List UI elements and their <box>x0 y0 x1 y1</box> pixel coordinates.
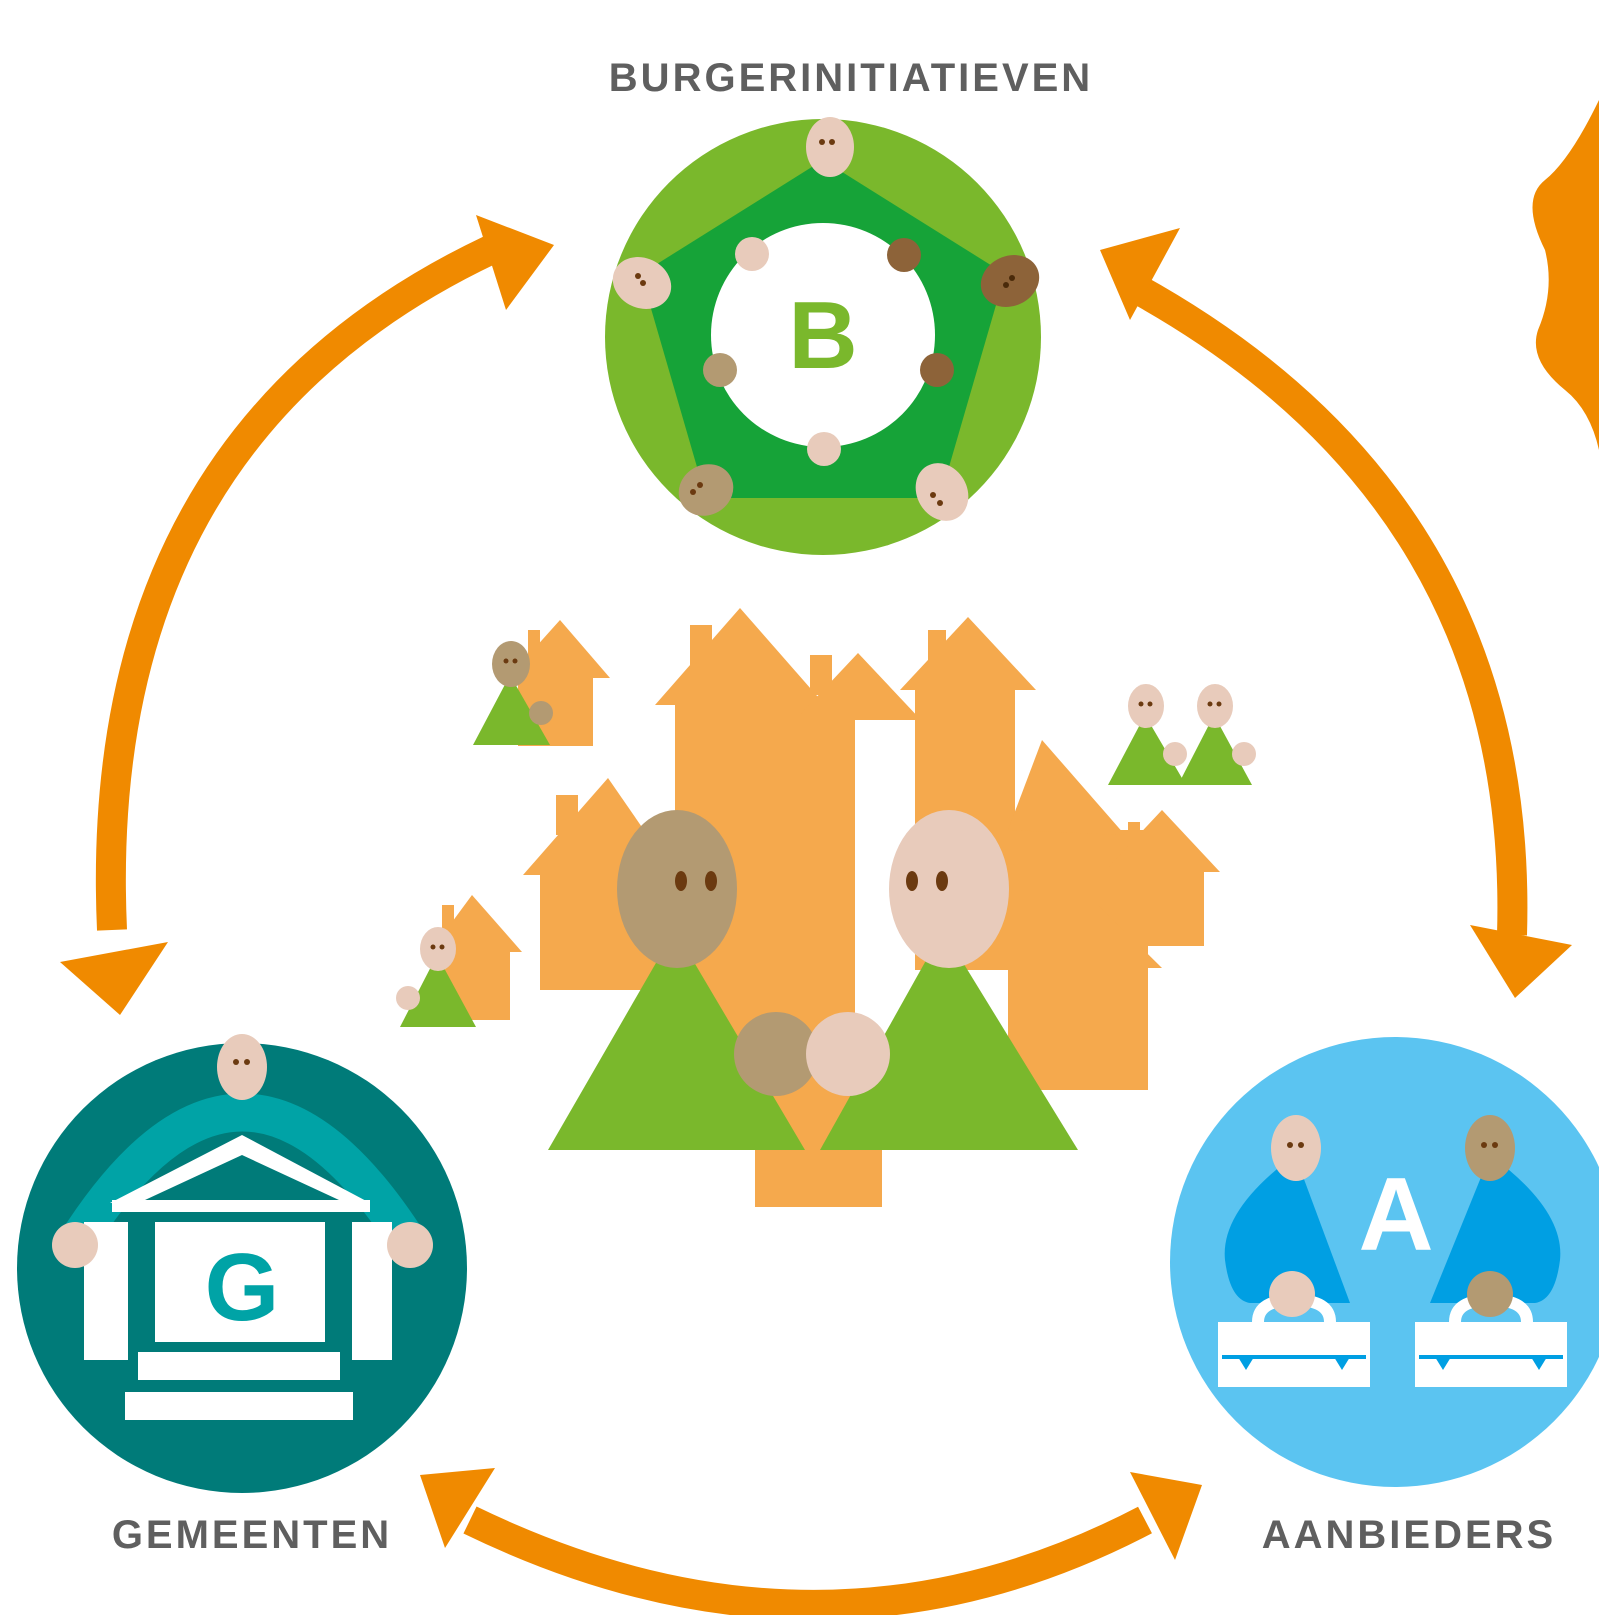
small-person-top-left <box>473 641 553 745</box>
town-hall-icon <box>84 1135 392 1420</box>
small-people-right <box>1108 684 1256 785</box>
gemeenten-badge: G <box>17 1034 467 1493</box>
person-left-large <box>548 810 818 1150</box>
burger-b-letter: B <box>788 282 857 389</box>
aanbieders-a-letter: A <box>1358 1157 1433 1273</box>
label-aanbieders: AANBIEDERS <box>1262 1513 1556 1557</box>
burgerinitiatieven-badge: B <box>605 117 1041 555</box>
arrow-burger-aanbieders <box>1100 228 1572 998</box>
label-gemeenten: GEMEENTEN <box>112 1513 392 1557</box>
arrow-gemeenten-aanbieders <box>420 1468 1202 1615</box>
gemeenten-g-letter: G <box>205 1234 280 1341</box>
aanbieders-badge: A <box>1170 1037 1599 1487</box>
small-person-left <box>396 927 476 1027</box>
person-right-large <box>806 810 1078 1150</box>
partial-orange-shape <box>1532 100 1599 450</box>
town-houses-icon <box>430 608 1220 1207</box>
label-burgerinitiatieven: BURGERINITIATIEVEN <box>609 56 1093 100</box>
arrow-burger-gemeenten <box>60 215 554 1015</box>
